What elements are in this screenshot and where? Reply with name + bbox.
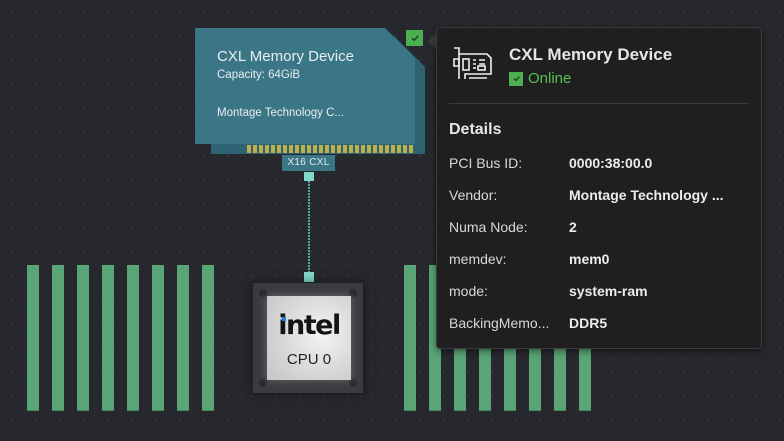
card-vendor: Montage Technology C... — [217, 107, 345, 119]
edge-pin — [385, 145, 389, 153]
detail-row: Vendor: Montage Technology ... — [449, 187, 754, 207]
edge-pin — [247, 145, 251, 153]
status-badge — [406, 30, 423, 46]
detail-value: 0000:38:00.0 — [569, 155, 653, 171]
memory-dimm[interactable] — [177, 265, 189, 411]
edge-pin — [319, 145, 323, 153]
edge-pin — [259, 145, 263, 153]
intel-logo: intel — [278, 310, 341, 341]
online-check-icon — [509, 71, 523, 86]
edge-pin — [313, 145, 317, 153]
cpu-corner — [259, 289, 267, 297]
memory-dimm[interactable] — [127, 265, 139, 411]
edge-pin — [409, 145, 413, 153]
memory-dimm[interactable] — [404, 265, 416, 411]
edge-pin — [301, 145, 305, 153]
cpu-corner — [349, 379, 357, 387]
edge-pin — [373, 145, 377, 153]
detail-row: Numa Node: 2 — [449, 219, 754, 239]
memory-dimm[interactable] — [102, 265, 114, 411]
cpu-node[interactable]: intel CPU 0 — [253, 283, 363, 393]
edge-pin — [289, 145, 293, 153]
edge-pin — [361, 145, 365, 153]
connector-port-top — [304, 172, 314, 181]
card-capacity: Capacity: 64GiB — [217, 69, 301, 81]
edge-pin — [277, 145, 281, 153]
edge-pin — [397, 145, 401, 153]
connection-line — [308, 181, 310, 272]
detail-row: BackingMemo... DDR5 — [449, 315, 754, 335]
divider — [449, 103, 749, 104]
connector-port-bottom — [304, 272, 314, 282]
memory-dimm[interactable] — [202, 265, 214, 411]
status-text: Online — [528, 70, 572, 87]
details-heading: Details — [449, 121, 502, 138]
memory-dimm[interactable] — [152, 265, 164, 411]
edge-pin — [265, 145, 269, 153]
edge-pin — [343, 145, 347, 153]
edge-pin — [391, 145, 395, 153]
edge-pin — [307, 145, 311, 153]
cpu-corner — [349, 289, 357, 297]
edge-pin — [337, 145, 341, 153]
detail-key: BackingMemo... — [449, 315, 550, 331]
tooltip-title: CXL Memory Device — [509, 45, 673, 64]
tooltip-arrow — [428, 33, 436, 49]
card-edge-connector — [247, 145, 413, 153]
detail-key: Vendor: — [449, 187, 498, 203]
cpu-corner — [259, 379, 267, 387]
edge-pin — [379, 145, 383, 153]
detail-row: memdev: mem0 — [449, 251, 754, 271]
detail-key: PCI Bus ID: — [449, 155, 523, 171]
detail-value: 2 — [569, 219, 577, 235]
detail-value: Montage Technology ... — [569, 187, 724, 203]
card-body — [195, 28, 415, 144]
cpu-label: CPU 0 — [286, 351, 332, 368]
check-icon — [411, 35, 419, 42]
edge-pin — [271, 145, 275, 153]
edge-pin — [295, 145, 299, 153]
intel-logo-dot — [282, 317, 286, 321]
detail-value: mem0 — [569, 251, 610, 267]
memory-dimm[interactable] — [52, 265, 64, 411]
memory-dimm[interactable] — [27, 265, 39, 411]
tooltip-status: Online — [509, 70, 571, 87]
slot-label: X16 CXL — [282, 155, 335, 171]
edge-pin — [253, 145, 257, 153]
pcie-card-icon — [453, 47, 492, 79]
detail-key: Numa Node: — [449, 219, 528, 235]
detail-row: PCI Bus ID: 0000:38:00.0 — [449, 155, 754, 175]
edge-pin — [283, 145, 287, 153]
edge-pin — [403, 145, 407, 153]
detail-value: DDR5 — [569, 315, 608, 331]
detail-key: mode: — [449, 283, 488, 299]
card-title: CXL Memory Device — [217, 48, 354, 65]
edge-pin — [349, 145, 353, 153]
edge-pin — [355, 145, 359, 153]
detail-row: mode: system-ram — [449, 283, 754, 303]
cpu-die: intel CPU 0 — [267, 296, 351, 380]
detail-value: system-ram — [569, 283, 648, 299]
edge-pin — [325, 145, 329, 153]
cxl-device-card[interactable]: CXL Memory Device Capacity: 64GiB Montag… — [195, 28, 425, 158]
memory-dimm[interactable] — [77, 265, 89, 411]
detail-key: memdev: — [449, 251, 507, 267]
edge-pin — [331, 145, 335, 153]
edge-pin — [367, 145, 371, 153]
device-tooltip: CXL Memory Device Online Details PCI Bus… — [436, 27, 762, 349]
